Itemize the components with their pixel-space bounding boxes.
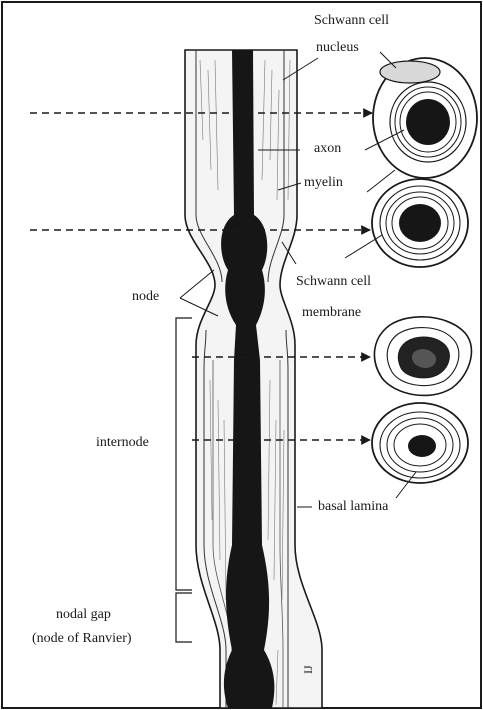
label-basal-lamina: basal lamina [318,500,388,514]
label-axon: axon [314,142,341,156]
label-schwann-cell-top: Schwann cell [314,14,389,28]
artist-signature: IJ [302,665,314,674]
leader-schwann-cs [345,235,382,258]
label-node: node [132,290,159,304]
cross-section-4 [372,403,468,483]
schwann-nucleus [380,61,440,83]
nerve-fiber [185,50,322,708]
label-myelin: myelin [304,176,343,190]
internode-bracket [176,318,192,590]
label-node-of-ranvier: (node of Ranvier) [32,632,132,646]
label-internode: internode [96,436,149,450]
brackets [176,318,192,642]
label-membrane: membrane [302,306,361,320]
nodal-gap-bracket [176,593,192,642]
label-nodal-gap: nodal gap [56,608,111,622]
label-schwann-cell-mid: Schwann cell [296,275,371,289]
cross-section-3 [374,317,471,396]
leader-node-1 [180,270,214,298]
label-nucleus: nucleus [316,41,359,55]
cross-section-2 [372,179,468,267]
cross-section-1-with-nucleus [373,58,477,178]
